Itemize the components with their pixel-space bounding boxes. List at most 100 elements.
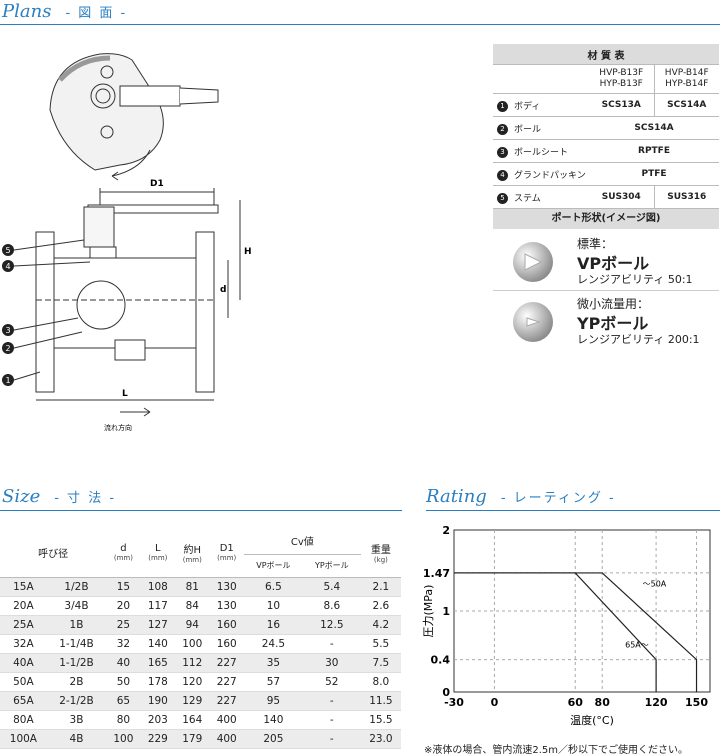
size-table: 呼び径 d(mm) L(mm) 約H(mm) D1(mm) Cv値 重量(kg)… — [0, 527, 401, 749]
size-cell: 179 — [175, 729, 210, 749]
size-cell: 100 — [106, 729, 141, 749]
size-cell: 65 — [106, 691, 141, 711]
plans-title: Plans — [2, 1, 52, 22]
size-cell: 3/4B — [46, 596, 107, 616]
size-cell: 178 — [140, 672, 176, 692]
size-cell: 129 — [175, 691, 210, 711]
size-cell: 140 — [243, 710, 303, 730]
size-cell: 20A — [0, 596, 47, 616]
plans-header: Plans - 図 面 - — [2, 1, 127, 22]
y-tick-label: 0 — [442, 686, 450, 699]
size-cell: 227 — [209, 691, 244, 711]
port-title: ポート形状(イメージ図) — [493, 209, 719, 229]
size-cell: 84 — [175, 596, 210, 616]
size-cell: - — [302, 691, 361, 711]
size-header: Size - 寸 法 - — [2, 486, 116, 507]
size-cell: 50A — [0, 672, 47, 692]
callout-3 — [2, 324, 14, 336]
y-axis-label: 圧力(MPa) — [422, 585, 435, 638]
size-cell: 1-1/2B — [46, 653, 107, 673]
size-cell: 4B — [46, 729, 107, 749]
callout-1 — [2, 374, 14, 386]
size-cell: 8.6 — [302, 596, 361, 616]
size-cell: 11.5 — [360, 691, 401, 711]
size-cell: 2.6 — [360, 596, 401, 616]
yp-ball-icon — [513, 302, 553, 342]
series-label: 65A～ — [625, 640, 649, 649]
size-cell: 2B — [46, 672, 107, 692]
size-cell: 130 — [209, 596, 244, 616]
vp-ball-icon — [513, 242, 553, 282]
plans-subtitle: - 図 面 - — [65, 6, 128, 21]
size-cell: 25A — [0, 615, 47, 635]
size-cell: 40A — [0, 653, 47, 673]
port-vp: 標準： VPボール レンジアビリティ 50:1 — [493, 232, 719, 291]
svg-text:2: 2 — [5, 344, 10, 353]
size-title: Size — [2, 486, 41, 507]
size-cell: 400 — [209, 710, 244, 730]
size-cell: 40 — [106, 653, 141, 673]
size-cell: - — [302, 710, 361, 730]
size-cell: 120 — [175, 672, 210, 692]
size-cell: 15 — [106, 577, 141, 597]
size-cell: 229 — [140, 729, 176, 749]
size-cell: 50 — [106, 672, 141, 692]
size-cell: 95 — [243, 691, 303, 711]
label-l: L — [122, 389, 128, 399]
size-cell: 1/2B — [46, 577, 107, 597]
size-cell: 3B — [46, 710, 107, 730]
size-cell: - — [302, 729, 361, 749]
plans-rule — [0, 24, 720, 25]
size-cell: 6.5 — [243, 577, 303, 597]
size-cell: 227 — [209, 672, 244, 692]
size-cell: 32A — [0, 634, 47, 654]
rating-subtitle: - レーティング - — [500, 491, 616, 506]
callout-2 — [2, 342, 14, 354]
size-cell: 160 — [209, 615, 244, 635]
x-tick-label: -30 — [444, 696, 464, 709]
label-d: d — [220, 285, 226, 295]
size-cell: 108 — [140, 577, 176, 597]
size-cell: 65A — [0, 691, 47, 711]
label-flow: 流れ方向 — [104, 423, 132, 432]
svg-text:3: 3 — [5, 326, 10, 335]
size-cell: 30 — [302, 653, 361, 673]
x-tick-label: 150 — [685, 696, 708, 709]
x-tick-label: 60 — [568, 696, 584, 709]
size-cell: 160 — [209, 634, 244, 654]
size-cell: 127 — [140, 615, 176, 635]
size-cell: 16 — [243, 615, 303, 635]
series-line — [454, 572, 657, 692]
y-tick-label: 0.4 — [431, 654, 451, 667]
size-cell: 117 — [140, 596, 176, 616]
size-cell: 203 — [140, 710, 176, 730]
label-d1: D1 — [150, 179, 164, 189]
size-cell: 100A — [0, 729, 47, 749]
size-cell: 1B — [46, 615, 107, 635]
callout-5 — [2, 244, 14, 256]
rating-header: Rating - レーティング - — [426, 486, 616, 507]
size-cell: 112 — [175, 653, 210, 673]
port-yp: 微小流量用： YPボール レンジアビリティ 200:1 — [493, 292, 719, 350]
size-cell: 52 — [302, 672, 361, 692]
size-cell: 81 — [175, 577, 210, 597]
svg-text:1: 1 — [5, 376, 10, 385]
svg-text:5: 5 — [5, 246, 10, 255]
size-cell: 2-1/2B — [46, 691, 107, 711]
size-cell: - — [302, 634, 361, 654]
svg-text:4: 4 — [5, 262, 10, 271]
size-cell: 12.5 — [302, 615, 361, 635]
